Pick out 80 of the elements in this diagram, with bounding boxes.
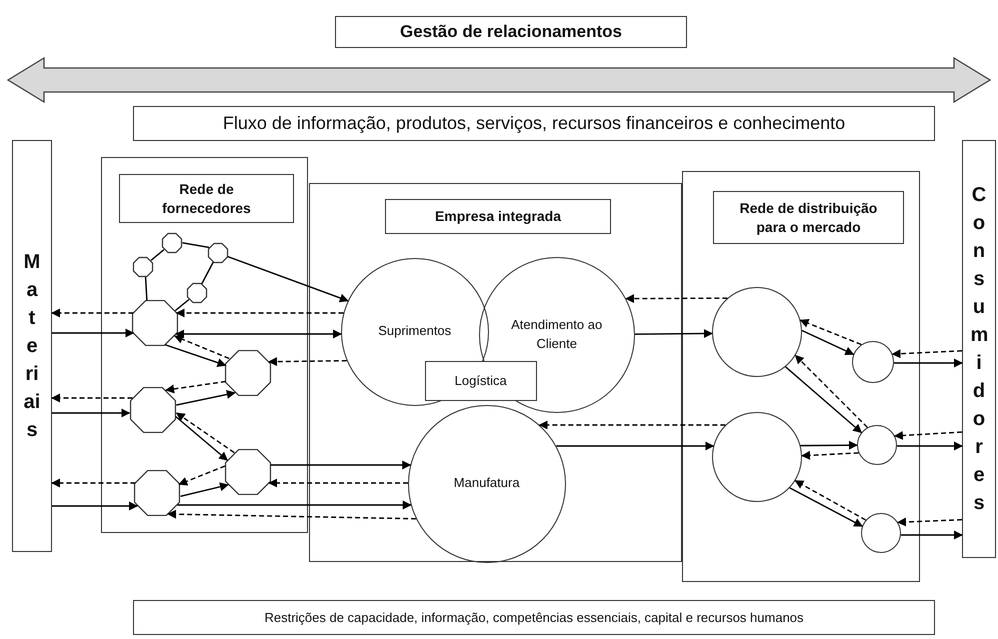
connector-line (182, 242, 210, 248)
connector-line (174, 299, 190, 312)
process-box (424, 360, 537, 401)
arrow (164, 344, 226, 367)
vertical-label: Consumidores (970, 183, 988, 516)
panel-heading: Empresa integrada (385, 199, 611, 234)
connector-line (144, 277, 148, 301)
arrow (894, 431, 962, 440)
arrow (165, 380, 226, 394)
arrow (270, 460, 412, 470)
arrow (174, 335, 230, 360)
arrow (176, 308, 344, 318)
arrow (180, 482, 229, 497)
side-column-box (962, 140, 996, 558)
circle-label: Manufatura (452, 474, 521, 492)
box-label: Logística (454, 373, 507, 388)
octagon-node (206, 242, 229, 264)
arrow (228, 256, 349, 302)
arrow (785, 366, 862, 434)
arrow (268, 357, 347, 366)
arrow (634, 329, 713, 338)
arrow (51, 394, 132, 402)
arrow (894, 358, 963, 368)
arrow (800, 319, 862, 346)
panel-heading: Rede de fornecedores (119, 174, 294, 223)
arrow (178, 500, 412, 510)
arrow (51, 478, 136, 488)
arrow (167, 510, 416, 520)
arrow (175, 330, 342, 338)
connector-line (201, 262, 214, 284)
arrow (802, 330, 854, 356)
text-box (133, 600, 935, 635)
octagon-node (160, 232, 183, 254)
arrow (897, 518, 962, 526)
arrow (789, 487, 863, 527)
arrow (52, 328, 134, 338)
circle-label: Atendimento ao Cliente (510, 316, 604, 353)
network-panel (101, 157, 308, 533)
arrow (268, 478, 408, 488)
vertical-label: Materiais (24, 250, 40, 443)
box-label: Fluxo de informação, produtos, serviços, recursos financeiros e conhecimento (222, 113, 846, 134)
octagon-node (132, 256, 154, 278)
arrow (175, 416, 228, 461)
text-box (133, 106, 935, 141)
arrow (794, 480, 866, 521)
arrow (52, 408, 130, 418)
octagon-node (132, 468, 182, 518)
title: Gestão de relacionamentos (400, 22, 622, 42)
octagon-node (222, 446, 273, 497)
circle-node (712, 412, 802, 502)
circle-node (712, 286, 802, 377)
panel-heading: Rede de distribuição para o mercado (713, 191, 904, 244)
process-circle (408, 404, 566, 563)
circle-node (852, 340, 894, 383)
network-panel (682, 171, 920, 582)
arrow (178, 465, 226, 486)
arrow (52, 502, 138, 510)
arrow (51, 308, 134, 318)
box-label: Restrições de capacidade, informação, competências essenciais, capital e recursos humanos (264, 610, 804, 625)
octagon-node (222, 348, 273, 398)
arrow (625, 294, 728, 304)
circle-label: Suprimentos (377, 322, 452, 340)
arrow (556, 442, 714, 450)
octagon-node (186, 282, 208, 304)
side-column-box (12, 140, 52, 552)
arrow (538, 420, 726, 430)
arrow (794, 354, 868, 428)
circle-node (856, 424, 897, 465)
arrow (801, 450, 859, 460)
arrow (896, 442, 963, 450)
arrow (800, 440, 858, 450)
network-panel (309, 183, 682, 562)
arrow (176, 390, 236, 406)
connector-line (150, 249, 164, 261)
octagon-node (128, 384, 178, 435)
arrow (900, 530, 963, 540)
circle-node (860, 512, 901, 553)
octagon-node (130, 298, 180, 348)
arrow (892, 349, 962, 358)
arrow (176, 412, 235, 454)
